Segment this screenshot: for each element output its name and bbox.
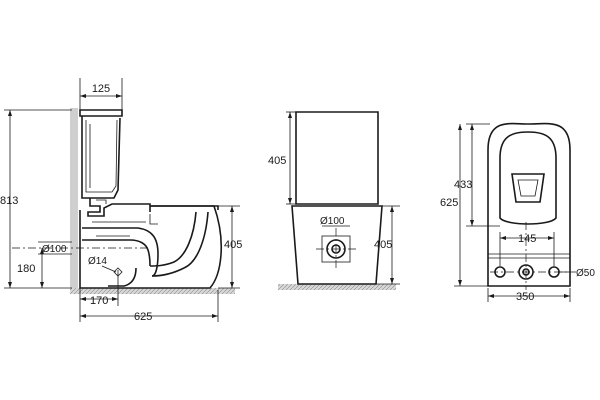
cistern-inner (85, 119, 118, 193)
top-bowl (499, 131, 557, 225)
front-dim-pan-height: 405 (374, 239, 392, 251)
bowl-curve (151, 211, 209, 277)
top-dim-hole-spacing: 145 (518, 233, 536, 245)
dim-inlet-diameter: Ø14 (88, 256, 107, 267)
front-dim-outlet-diameter: Ø100 (320, 216, 345, 227)
cistern-lid (79, 109, 123, 117)
front-dim-tank-height: 405 (268, 155, 286, 167)
inlet-marker (113, 267, 123, 277)
side-view: 125 813 180 Ø100 Ø14 405 170 (0, 78, 242, 323)
top-dim-total-length: 625 (440, 197, 458, 209)
top-dim-hole-diameter: Ø50 (576, 268, 595, 279)
dim-total-depth: 625 (134, 311, 152, 323)
top-drain (511, 173, 545, 203)
top-outline (487, 122, 571, 287)
top-view: 433 625 145 Ø50 350 (440, 122, 595, 303)
front-view: Ø100 405 405 (268, 111, 400, 290)
cistern-body (81, 116, 121, 199)
top-dim-bowl-length: 433 (454, 179, 472, 191)
dim-outlet-height: 180 (17, 263, 35, 275)
front-floor (278, 284, 396, 290)
pan-outer (79, 205, 223, 289)
dim-outlet-distance: 170 (90, 295, 108, 307)
trapway (82, 239, 151, 267)
dim-outlet-diameter: Ø100 (42, 244, 67, 255)
floor (70, 288, 235, 294)
front-cistern (295, 111, 379, 205)
dim-tank-depth: 125 (92, 83, 110, 95)
dim-total-height: 813 (0, 195, 18, 207)
top-dim-width: 350 (516, 291, 534, 303)
wall (70, 108, 78, 292)
dim-pan-height: 405 (224, 239, 242, 251)
flush-connection (87, 198, 151, 217)
